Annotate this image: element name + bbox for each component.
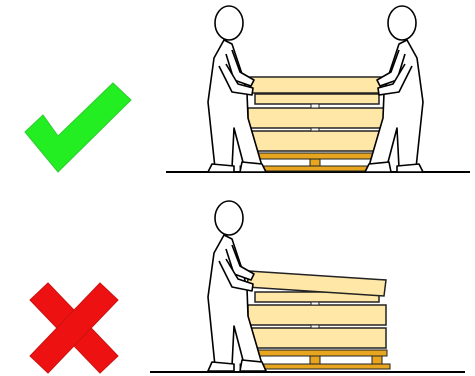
checkmark-icon	[25, 83, 131, 172]
incorrect-lifting-panel	[0, 188, 475, 376]
board-stack	[248, 292, 386, 348]
carried-board	[250, 77, 386, 93]
board-stack	[248, 94, 386, 151]
cross-icon	[30, 283, 118, 373]
correct-lifting-illustration	[0, 0, 475, 188]
correct-lifting-panel	[0, 0, 475, 188]
incorrect-lifting-illustration	[0, 188, 475, 376]
